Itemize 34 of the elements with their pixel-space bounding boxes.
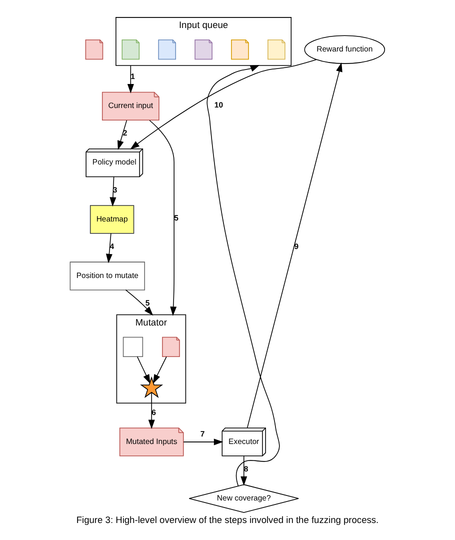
node-box [122,336,144,358]
arrow [152,356,167,384]
arrow [117,120,128,150]
arrow [127,65,134,94]
edge-label: 5 [145,298,150,308]
cluster: Mutator [116,314,186,404]
caption: Figure 3: High-level overview of the steps involved in the fuzzing process. [76,515,379,526]
arrow [136,356,150,384]
arrow [240,456,248,486]
arrow [125,290,154,316]
edge-label: 3 [112,185,118,194]
arrow [130,59,317,150]
node-ellipse: Reward function [304,35,386,64]
edge-label: 4 [110,242,114,251]
edge-label: 6 [152,408,156,417]
node-box: Position to mutate [70,262,145,290]
edge-label: 1 [130,72,135,82]
arrow [183,438,224,446]
cluster: Input queue [116,17,292,66]
arrow [206,65,280,486]
edge-label: 10 [214,100,224,110]
edge-label: 2 [122,128,128,138]
arrow [106,233,112,264]
arrow [149,120,177,316]
arrow [246,62,342,428]
edge-label: 7 [200,430,205,439]
node-box: Heatmap [90,205,134,234]
arrow [110,176,116,207]
arrow [148,392,155,430]
node-diamond: New coverage? [188,484,299,513]
edge-label: 8 [244,464,248,474]
node-star [140,376,164,398]
edge-label: 9 [294,242,299,251]
edge-label: 5 [174,214,178,223]
